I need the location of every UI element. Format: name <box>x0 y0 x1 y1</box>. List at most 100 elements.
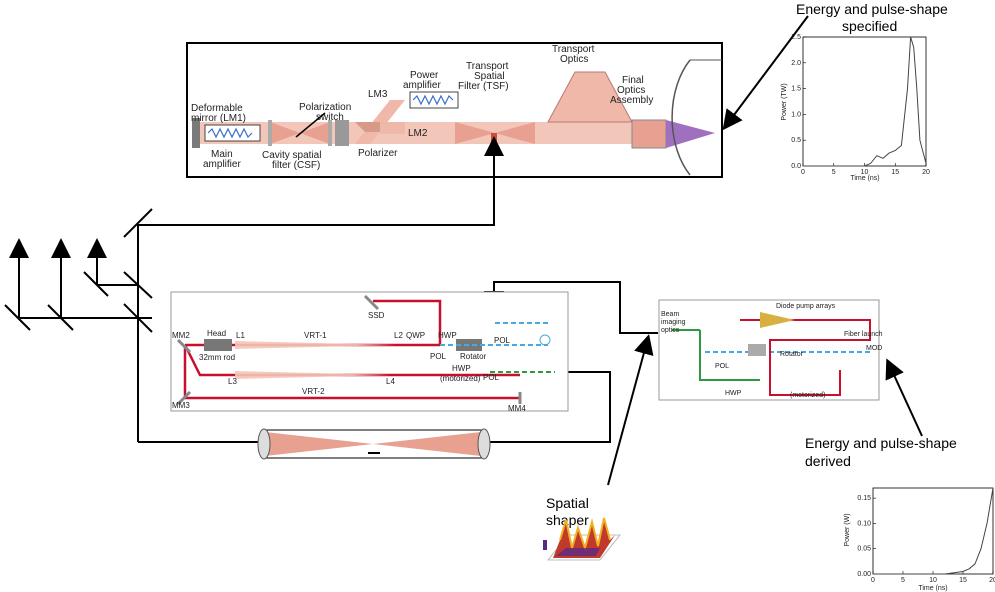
energy-derived-label-2: derived <box>805 453 851 469</box>
fiber-launch-label: Fiber launch <box>844 331 883 338</box>
beam-imaging-label-1: Beam <box>661 311 679 318</box>
energy-derived-label-1: Energy and pulse-shape <box>805 435 957 451</box>
spatial-shaper-label-2: shaper <box>546 512 589 528</box>
bottom-filter-lens-left <box>257 428 271 460</box>
chart1-ytick-label: 1.5 <box>791 86 801 93</box>
right-rotator-box <box>748 344 766 356</box>
hwp-motorized-label-1: HWP <box>452 364 471 373</box>
chart2-ytick-label: 0.10 <box>857 520 871 527</box>
beam-imaging-label-2: imaging <box>661 319 686 326</box>
chart2-series-line <box>873 487 994 575</box>
hwp-label: HWP <box>438 331 457 340</box>
mirror-far-left <box>4 304 31 331</box>
tsf-label-3: Filter (TSF) <box>458 81 509 92</box>
mirror-mm3 <box>176 390 192 406</box>
main-laser-panel: Deformable mirror (LM1) Main amplifier C… <box>186 42 723 178</box>
regen-frame <box>170 291 569 412</box>
power-amplifier-label-2: amplifier <box>403 80 441 91</box>
power-amplifier-label-1: Power <box>410 70 439 81</box>
mirror-mm2 <box>176 338 192 354</box>
hwp-motorized-label-2: (motorized) <box>440 374 481 383</box>
beam-imaging-label-3: optics <box>661 327 680 334</box>
power-amplifier-coil <box>412 94 454 106</box>
diode-pump-label: Diode pump arrays <box>776 303 836 310</box>
regen-amp-panel: MM2 MM3 MM4 SSD Head 32mm rod L1 L2 L3 L… <box>170 291 569 413</box>
power-amplifier-element <box>409 91 459 109</box>
chart2-xtick-label: 5 <box>901 577 905 584</box>
mirror-top-left <box>123 208 153 238</box>
connection-wires <box>4 136 658 443</box>
regen-red-path-ssd <box>373 299 442 345</box>
diode-pump-cone <box>760 312 795 328</box>
main-amplifier-element <box>204 124 261 142</box>
target-chamber <box>671 59 691 176</box>
chart1-ytick-label: 0.0 <box>791 163 801 170</box>
energy-specified-label-2: specified <box>842 18 897 34</box>
chart2-xtick-label: 15 <box>959 577 967 584</box>
regen-red-path-mid <box>183 344 520 377</box>
deformable-mirror-element <box>192 118 200 148</box>
qwp-label: QWP <box>406 331 425 340</box>
csf-lens-1 <box>268 120 272 146</box>
main-laser-frame <box>186 42 723 178</box>
chart1-ytick-label: 2.5 <box>791 34 801 41</box>
deformable-mirror-label-2: mirror (LM1) <box>191 113 246 124</box>
chart1-xtick-label: 15 <box>891 169 899 176</box>
wire-right-to-regen <box>484 281 658 334</box>
final-optics-cone <box>666 120 715 148</box>
main-amplifier-coil <box>207 127 253 139</box>
chart1-ytick-label: 1.0 <box>791 111 801 118</box>
spatial-shaper-label-1: Spatial <box>546 495 589 511</box>
vrt2-label: VRT-2 <box>302 387 325 396</box>
chart1-xtick-label: 20 <box>922 169 930 176</box>
rotator-label: Rotator <box>460 352 487 361</box>
pol-right-label: POL <box>494 336 511 345</box>
vrt1-cone <box>235 341 395 349</box>
right-hwp-label: HWP <box>725 390 742 397</box>
l4-label: L4 <box>386 377 395 386</box>
transport-optics-beam <box>547 71 633 123</box>
chart1-series-line <box>803 36 927 167</box>
transport-optics-label-1: Transport <box>552 44 595 55</box>
polarizer-label: Polarizer <box>358 148 398 159</box>
rod-label: 32mm rod <box>199 353 235 362</box>
bottom-filter-lens-right <box>477 428 491 460</box>
right-red-path <box>740 319 871 396</box>
lm3-label: LM3 <box>368 89 388 100</box>
transport-optics-label-2: Optics <box>560 54 588 65</box>
shaper-shadow <box>556 548 600 556</box>
chart2-xtick-label: 10 <box>929 577 937 584</box>
chart2-xtick-label: 0 <box>871 577 875 584</box>
shaper-colorbar <box>543 540 547 550</box>
right-green-path <box>699 330 760 381</box>
right-motorized-label: (motorized) <box>790 392 825 399</box>
pol-label: POL <box>430 352 447 361</box>
tsf-label-2: Spatial <box>474 71 505 82</box>
mm4-label: MM4 <box>508 404 526 413</box>
chart1-xtick-label: 0 <box>801 169 805 176</box>
mm2-label: MM2 <box>172 331 190 340</box>
wire-to-main-laser <box>137 136 504 442</box>
l2-label: L2 <box>394 331 403 340</box>
chart1-frame <box>802 36 927 167</box>
chart2-xlabel: Time (ns) <box>918 585 947 592</box>
mirror-ssd <box>363 294 380 311</box>
right-rotator-label: Rotator <box>780 351 804 358</box>
chart2-xtick-label: 20 <box>989 577 995 584</box>
main-amplifier-label-1: Main <box>211 149 233 160</box>
mirror-lower-left <box>123 271 153 299</box>
chart2-frame <box>872 487 994 575</box>
bottom-filter-cones <box>265 432 481 456</box>
energy-specified-arrow <box>722 15 809 131</box>
chart1-ytick-label: 0.5 <box>791 137 801 144</box>
mod-label: MOD <box>866 345 882 352</box>
energy-specified-label-1: Energy and pulse-shape <box>796 1 948 17</box>
chart2-ytick-label: 0.15 <box>857 495 871 502</box>
chart2-ytick-label: 0.05 <box>857 546 871 553</box>
lm2-label: LM2 <box>408 128 428 139</box>
cavity-filter-label-1: Cavity spatial <box>262 150 321 161</box>
chart1-xtick-label: 5 <box>832 169 836 176</box>
chart1-ylabel: Power (TW) <box>781 83 788 120</box>
